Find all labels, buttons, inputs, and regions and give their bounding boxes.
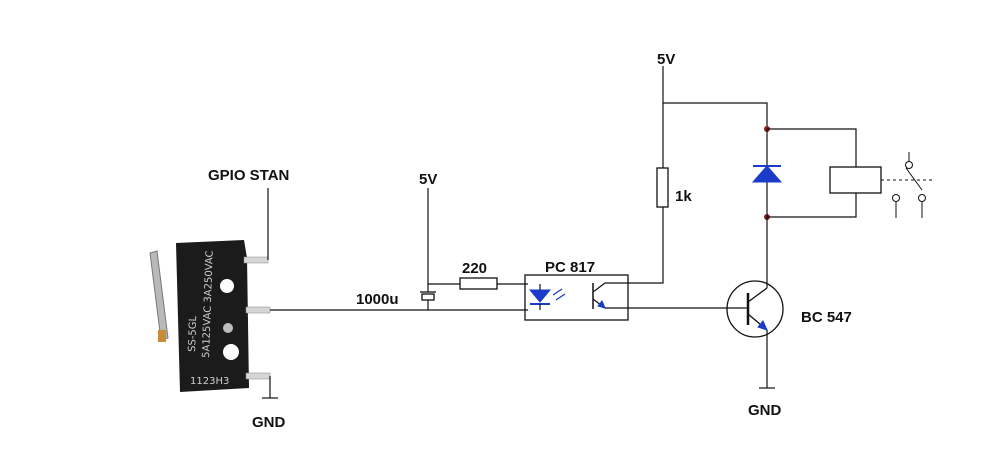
label-5v-mid: 5V — [419, 171, 437, 188]
switch-model-text: SS-5GL — [187, 315, 199, 352]
label-capacitor: 1000u — [356, 291, 399, 308]
flyback-diode — [751, 165, 783, 183]
label-optocoupler: PC 817 — [545, 259, 595, 276]
switch-terminal-top — [243, 256, 269, 264]
switch-hole-bottom — [223, 344, 239, 360]
wire-opto-collector — [628, 207, 664, 284]
label-resistor-1k: 1k — [675, 188, 692, 205]
label-gnd-left: GND — [252, 414, 286, 431]
optocoupler-box — [524, 274, 629, 321]
label-gnd-right: GND — [748, 402, 782, 419]
wire-relay-coil-bottom — [767, 193, 857, 218]
switch-terminal-mid — [245, 306, 271, 314]
wire-relay-coil-top — [767, 128, 857, 167]
label-5v-top: 5V — [657, 51, 675, 68]
relay-contacts — [881, 152, 932, 218]
resistor-220 — [459, 277, 498, 290]
resistor-1k — [656, 167, 669, 208]
switch-code-text: 1123H3 — [190, 376, 229, 387]
relay-coil — [829, 166, 882, 194]
switch-lever — [149, 250, 169, 341]
switch-hole-top — [220, 279, 234, 293]
switch-rivet — [223, 323, 233, 333]
optocoupler-pc817 — [524, 274, 629, 321]
transistor-bc547 — [726, 280, 784, 338]
switch-lever-roller — [158, 330, 166, 342]
microswitch: SS-5GL 5A125VAC 3A250VAC 1123H3 — [149, 240, 271, 392]
transistor-body — [726, 280, 784, 338]
optocoupler-led — [528, 289, 552, 303]
capacitor-1000u — [420, 188, 436, 310]
label-resistor-220: 220 — [462, 260, 487, 277]
label-gpio-stan: GPIO STAN — [208, 167, 289, 184]
label-transistor: BC 547 — [801, 309, 852, 326]
switch-rating-text: 5A125VAC 3A250VAC — [201, 250, 216, 358]
wire-5v-rail — [663, 102, 768, 129]
switch-terminal-bottom — [245, 372, 271, 380]
